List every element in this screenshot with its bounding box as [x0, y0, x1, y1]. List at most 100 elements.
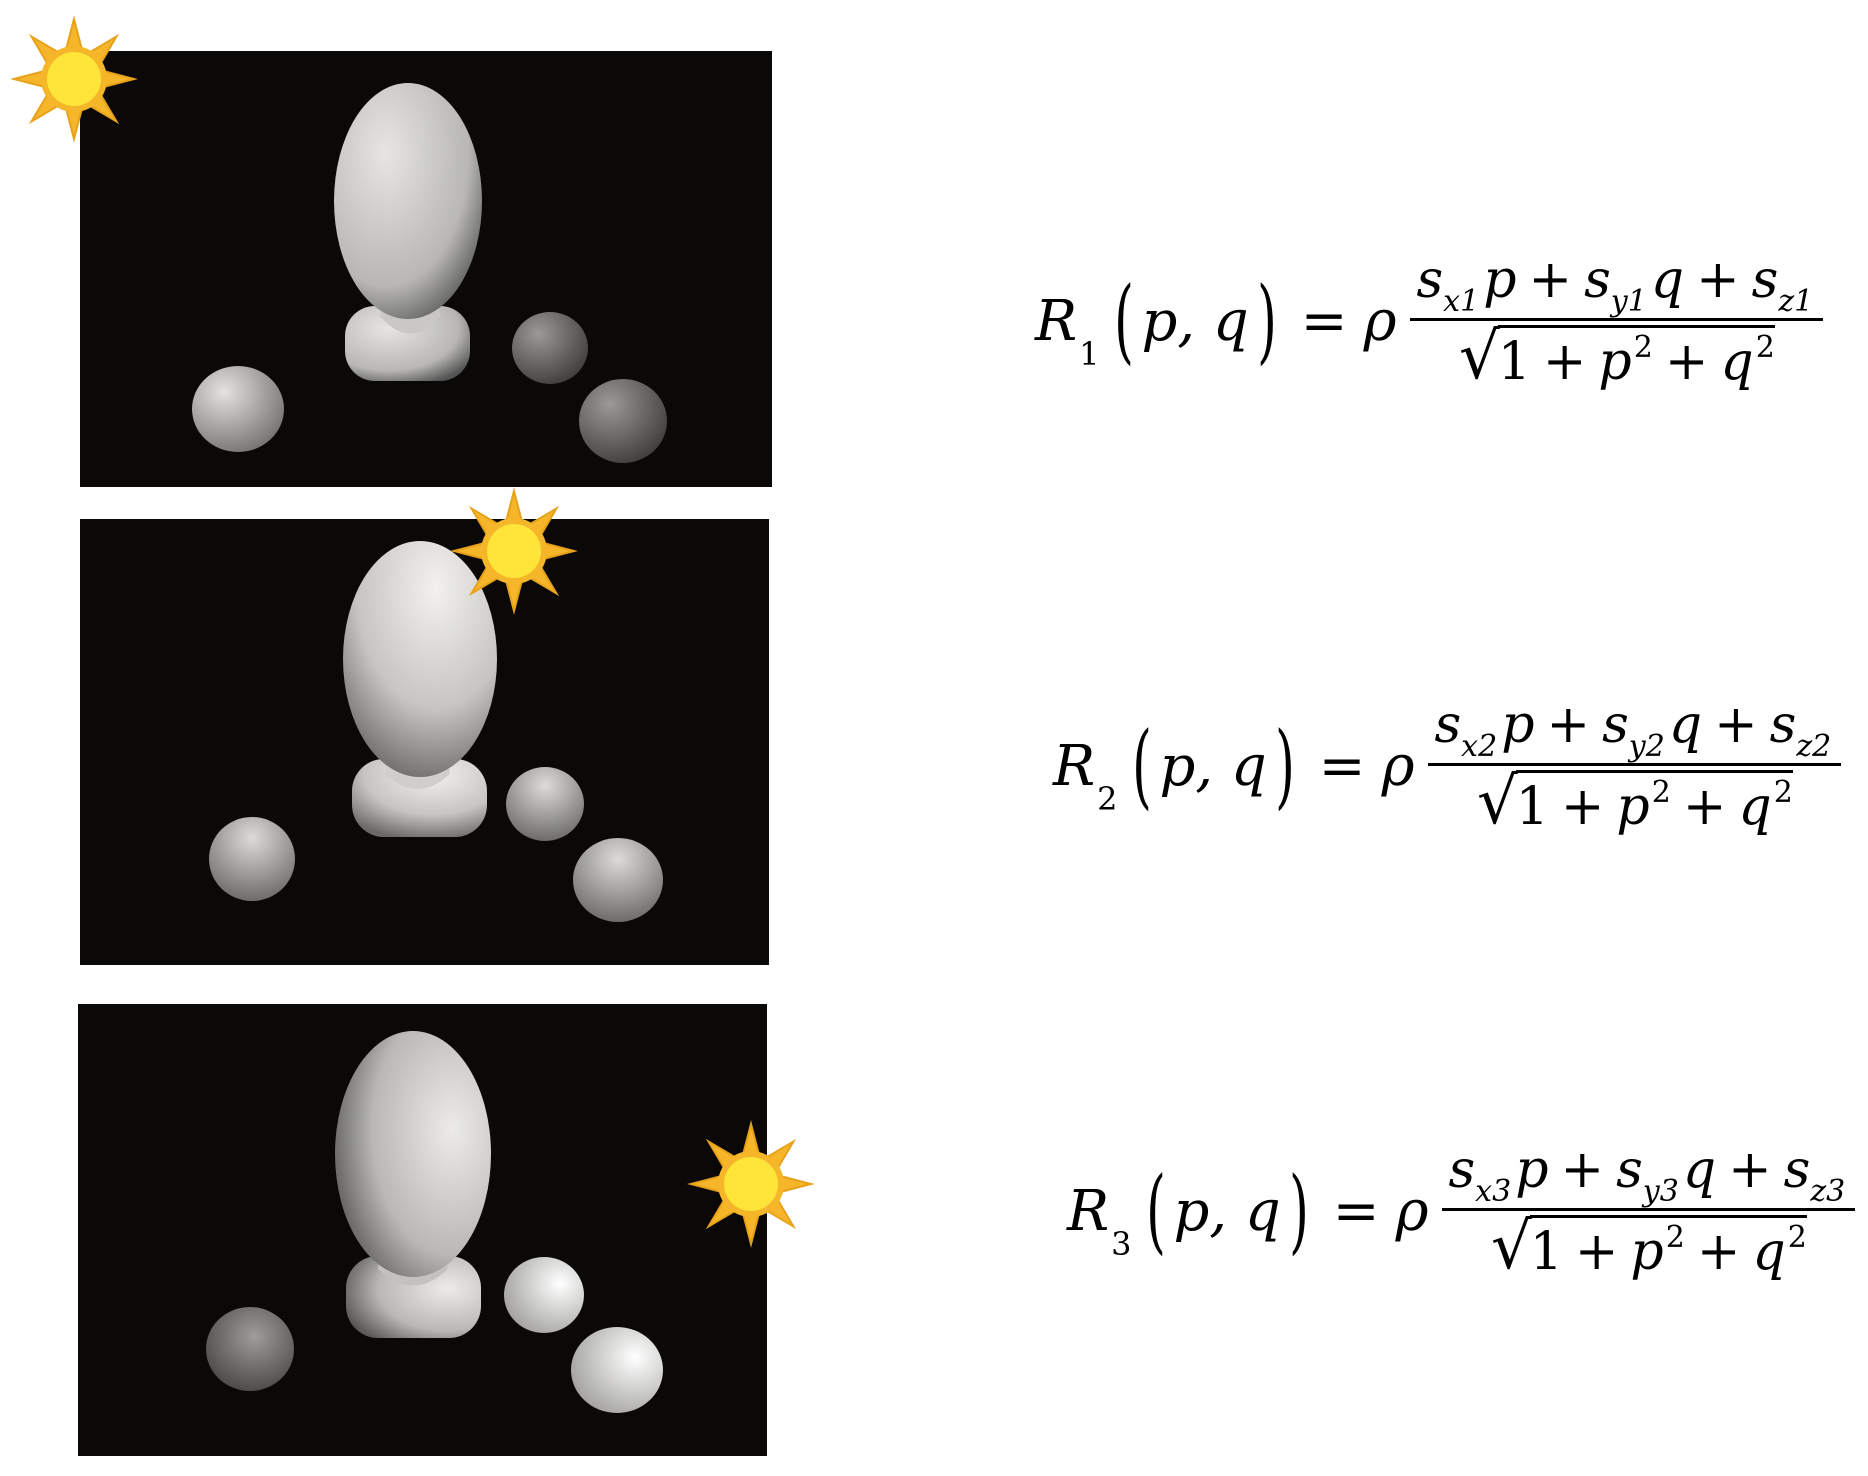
plus-sign: +	[1728, 1140, 1772, 1200]
plus-sign: +	[1542, 332, 1587, 392]
exponent: 2	[1665, 1220, 1685, 1255]
ball-right-top	[512, 312, 588, 384]
den-p: p	[1598, 332, 1632, 392]
rho-symbol: ρ	[1395, 1178, 1429, 1244]
exponent: 2	[1633, 330, 1653, 365]
lhs-args: p, q	[1159, 733, 1267, 799]
ball-right-bottom	[579, 379, 667, 463]
plus-sign: +	[1696, 1222, 1741, 1282]
ball-right-bottom	[571, 1327, 663, 1413]
den-one: 1	[1529, 1222, 1563, 1282]
exponent: 2	[1651, 775, 1671, 810]
term-subscript: z1	[1778, 284, 1814, 319]
lhs-symbol: R	[1067, 1178, 1110, 1244]
term-var: q	[1668, 695, 1703, 755]
den-q: q	[1720, 332, 1754, 392]
exponent: 2	[1755, 330, 1775, 365]
bust-base	[352, 759, 487, 837]
sqrt-symbol: √	[1458, 320, 1500, 394]
photo-scene-2	[80, 519, 769, 965]
lhs-symbol: R	[1035, 288, 1078, 354]
fraction-bar	[1428, 763, 1842, 766]
ball-left	[206, 1307, 294, 1391]
term-var: p	[1515, 1140, 1549, 1200]
mannequin-head	[335, 1031, 491, 1277]
term-var: p	[1483, 250, 1517, 310]
lhs-subscript: 2	[1097, 780, 1118, 818]
plus-sign: +	[1560, 777, 1605, 837]
sun-icon	[10, 15, 138, 143]
plus-sign: +	[1696, 250, 1740, 310]
fraction-bar	[1442, 1208, 1856, 1211]
sun-core	[724, 1157, 778, 1211]
den-p: p	[1630, 1222, 1664, 1282]
equals-sign: =	[1300, 288, 1348, 354]
den-q: q	[1752, 1222, 1786, 1282]
plus-sign: +	[1574, 1222, 1619, 1282]
left-paren: (	[1145, 1157, 1166, 1264]
lhs-args: p, q	[1173, 1178, 1281, 1244]
equals-sign: =	[1318, 733, 1366, 799]
right-paren: )	[1256, 267, 1277, 374]
photo-scene-1	[80, 51, 772, 487]
photo-panel-1	[80, 51, 772, 487]
rho-symbol: ρ	[1363, 288, 1397, 354]
plus-sign: +	[1714, 695, 1758, 755]
term-subscript: x2	[1461, 729, 1498, 764]
term-var: p	[1501, 695, 1535, 755]
sun-icon	[687, 1120, 815, 1248]
term-s: s	[1416, 250, 1444, 310]
term-subscript: x1	[1443, 284, 1480, 319]
den-p: p	[1616, 777, 1650, 837]
ball-right-top	[504, 1257, 584, 1333]
lhs-args: p, q	[1141, 288, 1249, 354]
left-paren: (	[1113, 267, 1134, 374]
den-one: 1	[1515, 777, 1549, 837]
plus-sign: +	[1664, 332, 1709, 392]
den-q: q	[1738, 777, 1772, 837]
photo-panel-2	[80, 519, 769, 965]
equals-sign: =	[1332, 1178, 1380, 1244]
term-subscript: z3	[1810, 1174, 1846, 1209]
rho-symbol: ρ	[1381, 733, 1415, 799]
term-s: s	[1783, 1140, 1811, 1200]
plus-sign: +	[1528, 250, 1573, 310]
term-subscript: y2	[1628, 729, 1665, 764]
term-subscript: y1	[1610, 284, 1647, 319]
photo-scene-3	[78, 1004, 767, 1456]
plus-sign: +	[1560, 1140, 1605, 1200]
den-one: 1	[1497, 332, 1531, 392]
term-s: s	[1751, 250, 1779, 310]
fraction-bar	[1410, 318, 1824, 321]
photo-panel-3	[78, 1004, 767, 1456]
term-subscript: x3	[1475, 1174, 1512, 1209]
term-subscript: y3	[1642, 1174, 1679, 1209]
term-s: s	[1584, 250, 1611, 310]
ball-left	[192, 366, 284, 452]
term-s: s	[1616, 1140, 1643, 1200]
plus-sign: +	[1546, 695, 1591, 755]
right-paren: )	[1274, 712, 1295, 819]
lhs-symbol: R	[1053, 733, 1096, 799]
term-s: s	[1769, 695, 1797, 755]
term-s: s	[1602, 695, 1629, 755]
ball-left	[209, 817, 295, 901]
lhs-subscript: 1	[1079, 335, 1100, 373]
bust-base	[345, 306, 470, 381]
term-var: q	[1650, 250, 1685, 310]
left-paren: (	[1131, 712, 1152, 819]
plus-sign: +	[1682, 777, 1727, 837]
